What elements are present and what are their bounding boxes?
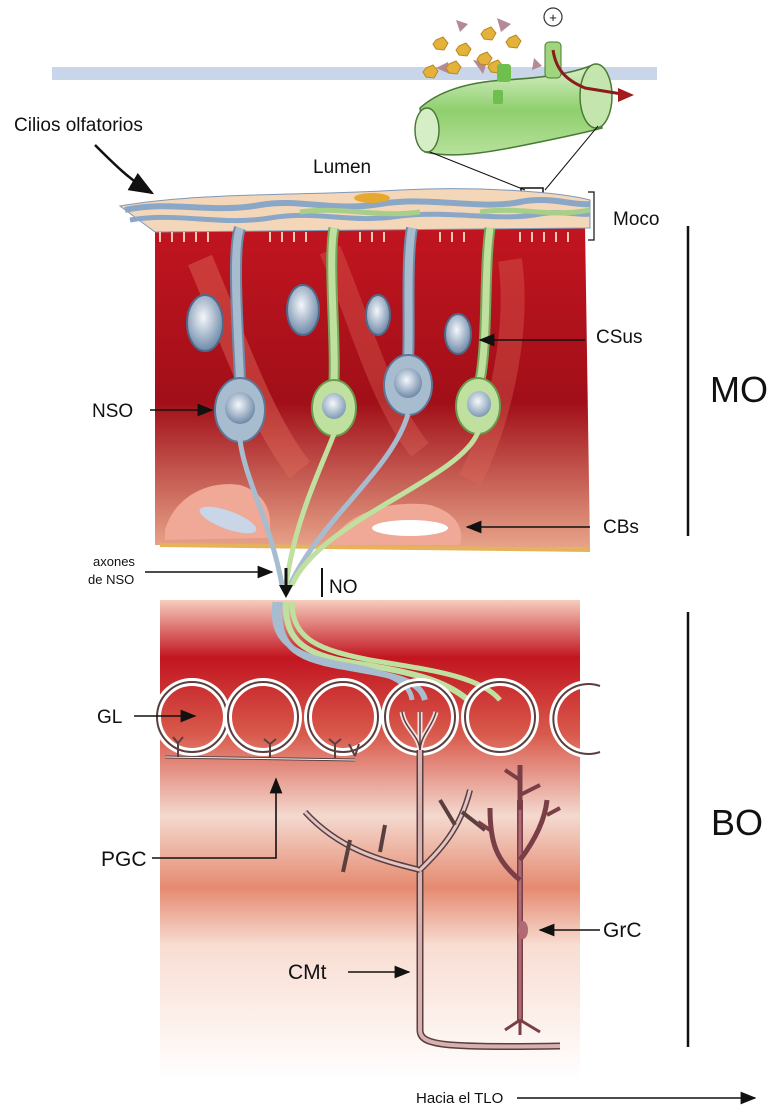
label-gl: GL: [97, 707, 122, 728]
label-cmt: CMt: [288, 961, 327, 984]
label-moco: Moco: [613, 209, 659, 230]
label-de-nso: de NSO: [88, 572, 134, 587]
label-grc: GrC: [603, 919, 642, 942]
label-csus: CSus: [596, 327, 642, 348]
svg-text:+: +: [549, 10, 557, 25]
label-hacia-el-tlo: Hacia el TLO: [416, 1090, 503, 1107]
label-pgc: PGC: [101, 848, 147, 871]
label-bo: BO: [711, 802, 763, 843]
label-cilios-olfatorios: Cilios olfatorios: [14, 115, 143, 136]
label-no: NO: [329, 577, 358, 598]
label-lumen: Lumen: [313, 157, 371, 178]
label-nso: NSO: [92, 401, 133, 422]
label-axones: axones: [93, 554, 135, 569]
cation-plus-icon: +: [544, 8, 562, 26]
label-cbs: CBs: [603, 517, 639, 538]
label-mo: MO: [710, 369, 768, 410]
olfactory-bulb: [157, 600, 600, 1080]
